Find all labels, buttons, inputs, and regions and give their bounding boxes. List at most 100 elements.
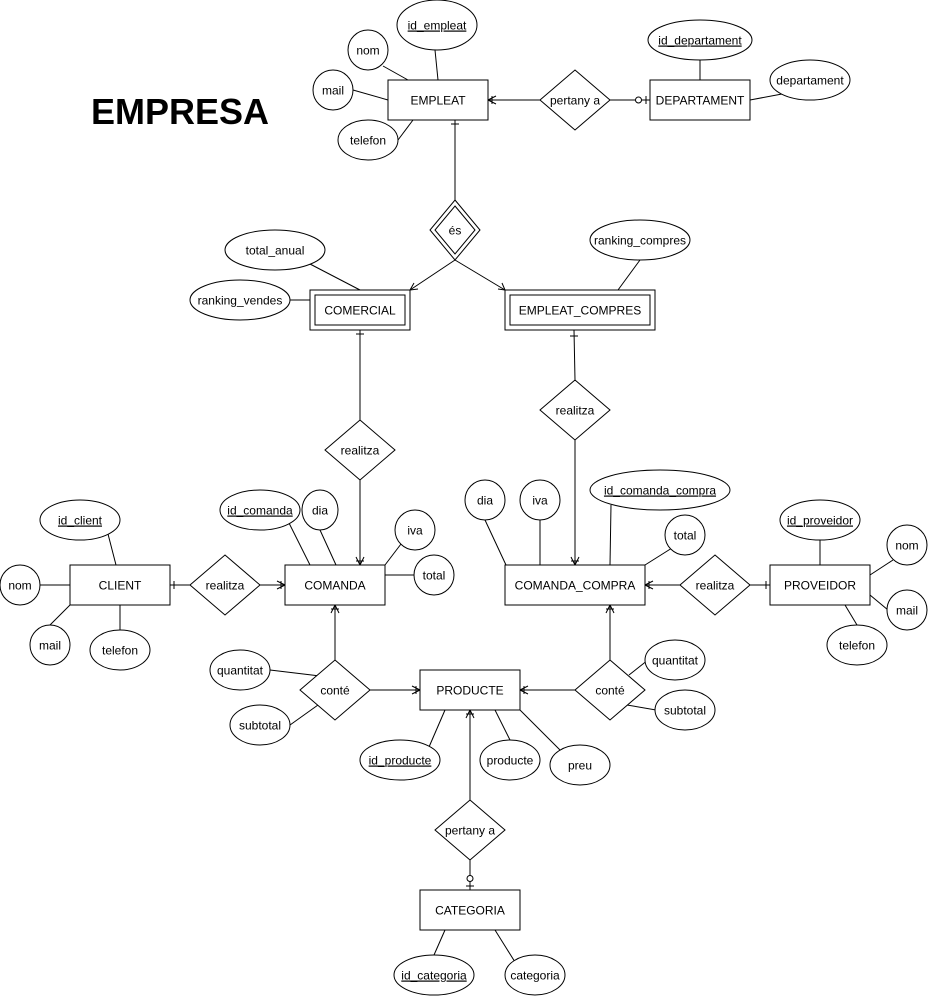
attribute-dia-comanda-compra: dia <box>464 479 506 521</box>
attribute-total-anual: total_anual <box>224 229 326 271</box>
attribute-nom-client: nom <box>0 564 41 606</box>
line-empleat-telefon <box>397 119 414 141</box>
line-client-id <box>107 533 117 566</box>
attribute-label: quantitat <box>652 654 699 668</box>
attribute-id-empleat: id_empleat <box>396 0 478 51</box>
attribute-label: total <box>674 529 697 543</box>
attribute-label: nom <box>356 44 379 58</box>
attribute-label: mail <box>39 639 61 653</box>
attribute-label: id_client <box>58 514 103 528</box>
attribute-departament: departament <box>769 59 851 101</box>
attribute-label: id_comanda <box>227 504 293 518</box>
attribute-dia-comanda: dia <box>301 489 339 531</box>
relationship-realitza-client: realitza <box>189 554 261 616</box>
attribute-mail-proveidor: mail <box>886 589 928 631</box>
crowfoot-comanda-top <box>355 556 365 566</box>
line-comanda-id <box>288 522 311 566</box>
relationship-label: és <box>449 224 462 238</box>
relationship-label: realitza <box>341 444 380 458</box>
line-comanda-iva <box>384 543 402 566</box>
relationship-label: realitza <box>696 579 735 593</box>
relationship-label: realitza <box>206 579 245 593</box>
attribute-label: iva <box>532 494 548 508</box>
crowfoot-cc-bottom <box>605 604 615 614</box>
line-cc-total <box>644 547 673 566</box>
line-conte2-subtotal <box>626 704 657 711</box>
attribute-label: telefon <box>350 134 386 148</box>
attribute-label: producte <box>487 754 534 768</box>
relationship-label: conté <box>320 684 350 698</box>
attribute-label: telefon <box>839 639 875 653</box>
line-empleat-id <box>434 49 439 81</box>
circle-departament <box>635 96 642 104</box>
crowfoot-empleat <box>487 95 497 105</box>
crowfoot-producte-bottom <box>465 709 475 719</box>
attribute-total-comanda: total <box>413 554 455 596</box>
entity-producte: PRODUCTE <box>419 669 521 711</box>
weak-entity-comercial: COMERCIAL <box>309 289 411 331</box>
attribute-iva-comanda: iva <box>394 509 436 551</box>
attribute-quantitat-conte-comanda: quantitat <box>209 649 271 691</box>
relationship-pertany-departament: pertany a <box>539 69 611 131</box>
cardinality-markers <box>173 95 767 887</box>
attribute-mail-client: mail <box>29 624 71 666</box>
line-comanda-dia <box>319 529 337 566</box>
attribute-label: dia <box>312 504 328 518</box>
attribute-label: total <box>423 569 446 583</box>
line-prod-nom <box>494 709 511 741</box>
attribute-label: ranking_compres <box>594 234 686 248</box>
relationship-label: pertany a <box>550 94 600 108</box>
line-comercial-total <box>309 263 361 291</box>
line-conte1-subtotal <box>289 704 319 726</box>
line-prod-id <box>428 709 446 748</box>
attribute-label: departament <box>776 74 844 88</box>
connector-lines <box>40 49 894 963</box>
attribute-label: nom <box>8 579 31 593</box>
attribute-subtotal-conte-compra: subtotal <box>654 689 716 731</box>
entity-label: EMPLEAT_COMPRES <box>519 304 641 318</box>
entity-proveidor: PROVEIDOR <box>769 564 871 606</box>
attribute-telefon-empleat: telefon <box>337 119 399 161</box>
line-empleat-mail <box>352 89 389 101</box>
entity-label: DEPARTAMENT <box>656 94 745 108</box>
attribute-telefon-client: telefon <box>89 629 151 671</box>
attribute-id-producte: id_producte <box>359 739 441 781</box>
relationship-label: realitza <box>556 404 595 418</box>
relationship-pertany-categoria: pertany a <box>434 799 506 861</box>
crowfoot-compres <box>497 282 506 291</box>
attribute-label: subtotal <box>239 719 281 733</box>
attribute-nom-empleat: nom <box>347 29 389 71</box>
line-prod-preu <box>519 709 561 751</box>
attribute-label: id_empleat <box>408 19 467 33</box>
line-es-compres <box>454 259 506 291</box>
attribute-label: dia <box>477 494 493 508</box>
entity-comanda-compra: COMANDA_COMPRA <box>504 564 646 606</box>
entity-label: COMERCIAL <box>324 304 396 318</box>
weak-entity-empleat-compres: EMPLEAT_COMPRES <box>504 289 656 331</box>
line-cat-id <box>433 929 446 956</box>
attribute-subtotal-conte-comanda: subtotal <box>229 704 291 746</box>
attribute-iva-comanda-compra: iva <box>519 479 561 521</box>
attribute-label: categoria <box>510 969 560 983</box>
attribute-mail-empleat: mail <box>312 69 354 111</box>
attribute-id-proveidor: id_proveidor <box>779 499 861 541</box>
line-conte1-quantitat <box>269 669 321 677</box>
crowfoot-producte-left <box>411 685 421 695</box>
line-client-mail <box>49 604 71 626</box>
line-compres-ranking <box>617 259 641 291</box>
entity-categoria: CATEGORIA <box>419 889 521 931</box>
entity-departament: DEPARTAMENT <box>649 79 751 121</box>
line-cc-id <box>609 504 612 566</box>
relationship-conte-compra: conté <box>574 659 646 721</box>
attribute-label: subtotal <box>664 704 706 718</box>
crowfoot-comercial <box>409 282 419 291</box>
attribute-categoria: categoria <box>504 954 566 996</box>
entity-label: CLIENT <box>99 579 142 593</box>
relationship-realitza-proveidor: realitza <box>679 554 751 616</box>
attribute-label: preu <box>568 759 592 773</box>
line-cc-dia <box>484 519 507 566</box>
line-prov-telefon <box>844 604 858 626</box>
attribute-telefon-proveidor: telefon <box>826 624 888 666</box>
diagram-title: EMPRESA <box>91 91 269 132</box>
